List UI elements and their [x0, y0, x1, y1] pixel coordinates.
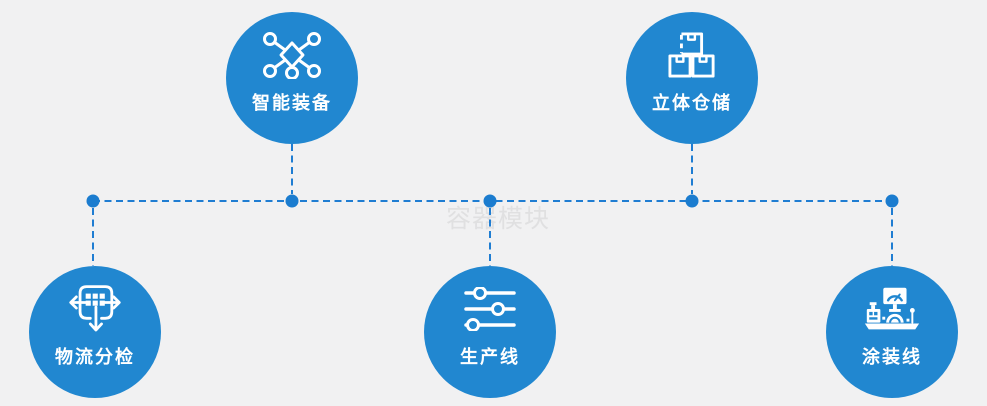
junction-dot	[685, 194, 699, 208]
node-label: 涂装线	[862, 347, 922, 367]
node-logistics-sorting[interactable]: 物流分检	[29, 266, 161, 398]
control-station-icon	[861, 282, 923, 336]
node-label: 立体仓储	[652, 93, 732, 113]
node-smart-equipment[interactable]: 智能装备	[226, 12, 358, 144]
junction-dot	[885, 194, 899, 208]
node-label: 智能装备	[252, 93, 332, 113]
junction-dot	[285, 194, 299, 208]
stacked-boxes-icon	[668, 28, 716, 82]
network-icon	[262, 28, 322, 82]
node-label: 物流分检	[55, 347, 135, 367]
junction-dot	[86, 194, 100, 208]
sliders-icon	[464, 282, 516, 336]
sorting-arrows-icon	[64, 282, 126, 336]
node-warehouse[interactable]: 立体仓储	[626, 12, 758, 144]
node-label: 生产线	[460, 347, 520, 367]
junction-dot	[483, 194, 497, 208]
node-painting-line[interactable]: 涂装线	[826, 266, 958, 398]
node-production-line[interactable]: 生产线	[424, 266, 556, 398]
watermark-text: 容器模块	[446, 205, 551, 233]
